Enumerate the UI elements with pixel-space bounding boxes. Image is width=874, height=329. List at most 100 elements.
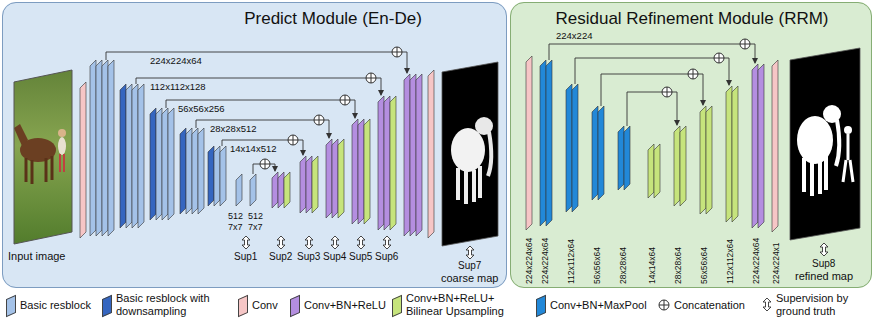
decoder-layers — [364, 119, 370, 224]
decoder-layers — [384, 96, 390, 230]
concatenation-symbol — [714, 53, 724, 63]
skip-connections — [601, 74, 703, 106]
rrm-layers — [566, 84, 572, 212]
decoder-layers — [352, 119, 358, 224]
legend-text: Conv+BN+ReLU+ Bilinear Upsampling — [406, 292, 526, 318]
supervision-arrow — [331, 236, 339, 249]
dimension-label: 512 — [228, 211, 243, 221]
encoder-layers — [156, 108, 162, 220]
rrm-layers — [540, 60, 546, 226]
encoder-layers — [80, 82, 86, 238]
concatenation-symbol — [260, 39, 750, 310]
module-title: Predict Module (En-De) — [163, 9, 503, 29]
rrm-layers — [680, 126, 686, 206]
image-caption: refined map — [795, 270, 853, 283]
supervision-arrow — [277, 236, 285, 249]
encoder-layers — [120, 84, 126, 228]
panel-ground — [2, 2, 872, 288]
decoder-layers — [358, 119, 364, 224]
rrm-layers — [706, 106, 712, 214]
encoder-layers — [96, 60, 102, 236]
rrm-layers — [674, 126, 680, 206]
coarse-map-image — [451, 128, 485, 172]
coarse-map-image — [442, 62, 498, 246]
supervision-label: Sup5 — [349, 251, 372, 263]
decoder-layers — [428, 70, 434, 238]
legend-text: Basic resblock with downsampling — [116, 292, 228, 318]
coarse-map-image — [488, 132, 491, 176]
legend-text: Concatenation — [674, 299, 745, 312]
encoder-layers — [138, 84, 144, 228]
decoder-layers — [312, 156, 318, 213]
dimension-label: 112x112x64 — [566, 239, 576, 284]
skip-connections — [627, 92, 677, 126]
skip-connections — [549, 44, 755, 63]
supervision-label: Sup2 — [269, 251, 292, 263]
supervision-label: Sup1 — [234, 251, 257, 263]
image-caption: coarse map — [441, 272, 498, 285]
dimension-label: 56x56x64 — [592, 247, 602, 284]
decoder-layers — [272, 172, 278, 208]
legend-text: Conv+BN+ReLU — [304, 299, 386, 312]
supervision-arrow — [357, 236, 365, 249]
skip-connections — [106, 52, 407, 73]
refined-map-image — [843, 134, 853, 182]
skip-connections — [575, 58, 729, 85]
supervision-arrow — [242, 236, 250, 249]
concatenation-symbol — [659, 300, 669, 310]
encoder-layers — [214, 146, 220, 206]
skip-connections — [166, 100, 355, 118]
encoder-layers — [186, 128, 192, 214]
rrm-layers — [758, 64, 764, 228]
dimension-label: 224x224 — [556, 30, 592, 41]
supervision-arrow — [305, 236, 313, 249]
supervision-label: Sup7 — [458, 260, 481, 272]
concatenation-symbol — [288, 135, 298, 145]
decoder-layers — [416, 74, 422, 236]
coarse-map-image — [458, 166, 480, 204]
input-image — [10, 60, 80, 250]
decoder-layers — [404, 74, 410, 236]
rrm-layers — [752, 64, 758, 228]
input-image — [58, 129, 66, 137]
refined-map-image — [804, 156, 826, 196]
rrm-layers — [592, 106, 598, 200]
dimension-label: 56x56x64 — [699, 247, 709, 284]
skip-connections — [196, 120, 329, 138]
decoder-layers — [284, 172, 290, 208]
encoder-layers — [108, 60, 114, 236]
input-image — [14, 124, 28, 146]
encoder-layers — [102, 60, 108, 236]
concatenation-symbol — [314, 115, 324, 125]
encoder-layers — [126, 84, 132, 228]
concatenation-symbol — [340, 95, 350, 105]
concatenation-symbol — [392, 47, 402, 57]
supervision-label: Sup8 — [812, 258, 835, 270]
rrm-layers — [654, 144, 660, 198]
encoder-layers — [80, 60, 256, 238]
dimension-label: 28x28x64 — [618, 247, 628, 284]
rrm-layers — [572, 84, 578, 212]
decoder-layers — [278, 172, 284, 208]
decoder-layers — [378, 96, 384, 230]
supervision-arrow — [466, 246, 474, 259]
dimension-label: 512 — [248, 211, 263, 221]
dimension-label: 112x112x64 — [725, 239, 735, 284]
encoder-layers — [132, 84, 138, 228]
encoder-layers — [162, 108, 168, 220]
rrm-layers — [772, 60, 778, 232]
rrm-layers — [624, 126, 630, 190]
input-image — [14, 70, 72, 244]
decoder-layers — [326, 139, 332, 218]
concatenation-symbol — [740, 39, 750, 49]
refined-map-image — [836, 120, 839, 166]
supervision-arrow — [763, 298, 771, 311]
legend-swatch — [6, 295, 16, 318]
dimension-label: 28x28x64 — [673, 247, 683, 284]
decoder-layers — [390, 96, 396, 230]
supervision-arrow — [820, 243, 828, 256]
encoder-layers — [220, 146, 226, 206]
skip-connections — [136, 78, 381, 95]
